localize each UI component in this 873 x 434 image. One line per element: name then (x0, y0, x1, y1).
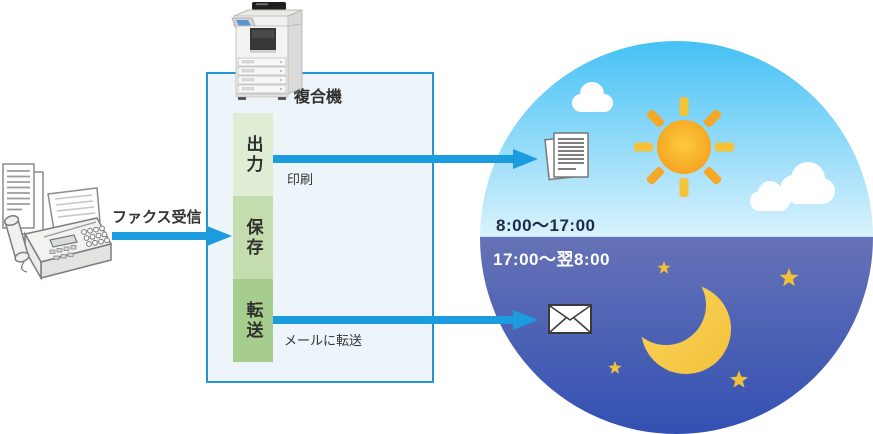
cloud-icon (572, 82, 613, 112)
mfp-title: 複合機 (294, 89, 343, 106)
output-note: 印刷 (287, 172, 314, 187)
option-forward-label: 転送 (243, 300, 263, 341)
mfp-box: 複合機 出力 保存 転送 (206, 72, 434, 383)
fax-machine-icon (3, 187, 113, 281)
output-arrow (273, 155, 513, 163)
fax-source-illustration (2, 163, 113, 281)
cloud-icon (750, 162, 835, 211)
fax-reception-label: ファクス受信 (112, 209, 202, 226)
option-save-label: 保存 (243, 217, 263, 258)
envelope-icon (548, 304, 592, 334)
option-forward: 転送 (233, 279, 273, 362)
forward-note: メールに転送 (284, 333, 363, 348)
schedule-circle: 8:00〜17:00 17:00〜翌8:00 (480, 41, 873, 434)
option-output: 出力 (233, 113, 273, 196)
forward-arrow (273, 316, 513, 324)
star-icon (608, 261, 799, 388)
mfp-options: 出力 保存 転送 (233, 113, 273, 362)
printed-document-icon (544, 132, 589, 181)
sun-icon (634, 97, 734, 197)
option-save: 保存 (233, 196, 273, 279)
day-time-label: 8:00〜17:00 (496, 216, 596, 235)
day-decorations (544, 82, 835, 388)
fax-reception-arrow (112, 232, 207, 240)
night-time-label: 17:00〜翌8:00 (493, 250, 611, 269)
option-output-label: 出力 (243, 134, 263, 175)
moon-icon (641, 284, 731, 374)
multifunction-printer-icon (231, 2, 303, 100)
